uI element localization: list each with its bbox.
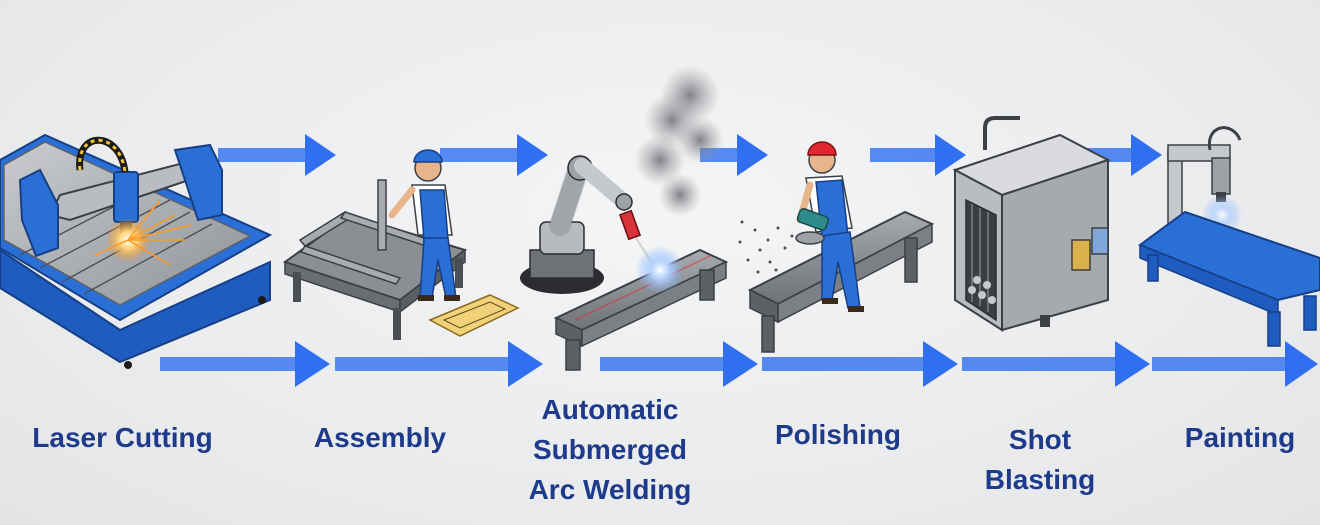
assembly-worker-icon <box>282 149 520 340</box>
step-label-assembly: Assembly <box>290 418 470 458</box>
painting-station-icon <box>1137 126 1320 347</box>
step-label-polishing: Polishing <box>748 415 928 455</box>
step-label-automatic-submerged-arc-welding: Automatic Submerged Arc Welding <box>500 390 720 510</box>
step-label-line: Arc Welding <box>528 474 692 505</box>
step-label-laser-cutting: Laser Cutting <box>0 418 245 458</box>
step-label-line: Assembly <box>313 422 447 453</box>
step-label-line: Shot <box>1008 424 1072 455</box>
arrow-icon <box>1152 341 1318 387</box>
step-label-line: Polishing <box>775 419 901 450</box>
arrow-icon <box>962 341 1150 387</box>
welding-robot-icon <box>520 65 729 371</box>
arrow-icon <box>600 341 758 387</box>
arrow-icon <box>218 134 336 176</box>
arrow-icon <box>440 134 548 176</box>
flow-arrows-bottom <box>160 341 1318 387</box>
step-label-line: Painting <box>1184 422 1296 453</box>
polishing-worker-icon <box>738 141 935 353</box>
step-label-shot-blasting: Shot Blasting <box>960 420 1120 500</box>
step-label-line: Automatic <box>541 394 679 425</box>
arrow-icon <box>160 341 330 387</box>
shot-blasting-machine-icon <box>952 116 1111 332</box>
smoke-icon <box>634 65 724 217</box>
arrow-icon <box>870 134 966 176</box>
laser-cutting-machine-icon <box>0 133 273 369</box>
step-label-line: Laser Cutting <box>32 422 213 453</box>
step-label-line: Submerged <box>532 434 688 465</box>
step-label-line: Blasting <box>984 464 1096 495</box>
step-label-painting: Painting <box>1160 418 1320 458</box>
arrow-icon <box>762 341 958 387</box>
arrow-icon <box>335 341 543 387</box>
